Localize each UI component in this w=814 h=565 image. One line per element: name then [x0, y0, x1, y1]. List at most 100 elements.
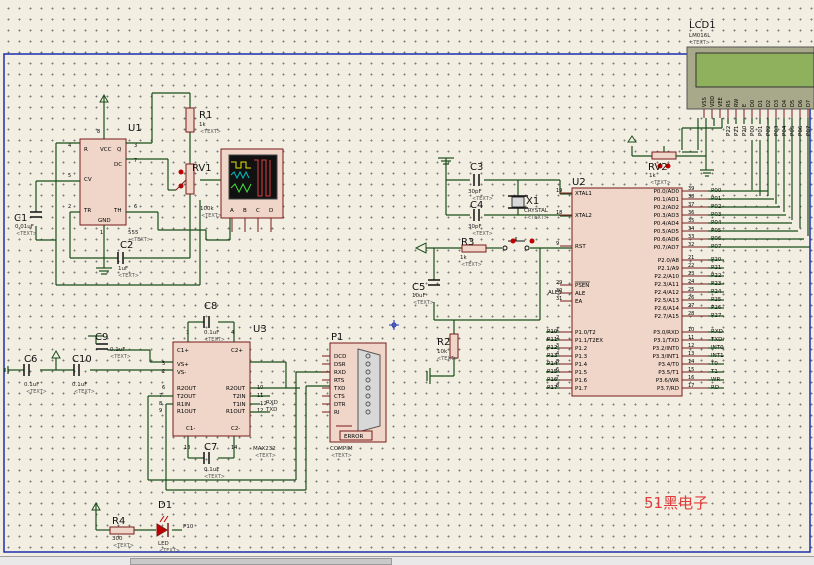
svg-text:30pF: 30pF	[468, 189, 482, 195]
svg-text:<TEXT>: <TEXT>	[201, 213, 222, 219]
lcd-pin-label: D2	[766, 100, 772, 107]
svg-text:P10: P10	[183, 524, 194, 530]
u2-pin-number: 14	[688, 359, 694, 365]
u2-pin-label: P0.4/AD4	[654, 221, 680, 227]
svg-text:<TEXT>: <TEXT>	[16, 231, 37, 237]
svg-text:TXD: TXD	[265, 407, 277, 413]
led-circuit	[91, 501, 182, 531]
svg-text:A: A	[230, 208, 234, 214]
u2-net-label: P15	[547, 369, 558, 375]
svg-text:D: D	[269, 208, 273, 214]
u2-pin-label: P1.1/T2EX	[575, 338, 603, 344]
u2-pin-label: P0.7/AD7	[654, 245, 680, 251]
u2-pin-label: P1.6	[575, 378, 588, 384]
lcd-model: LM016L	[689, 33, 711, 39]
lcd-net-label: P05	[790, 125, 796, 136]
reset-button[interactable]	[502, 237, 535, 251]
u2-pin-number: 11	[688, 335, 694, 341]
p1-pin-label: RI	[334, 410, 340, 416]
svg-text:RXD: RXD	[266, 400, 278, 406]
svg-text:VS+: VS+	[177, 362, 189, 368]
r3-resistor[interactable]: R3 1k <TEXT>	[460, 237, 487, 268]
c6-capacitor[interactable]: C6 0.1uF <TEXT>	[23, 354, 47, 395]
u2-pin-number: 29	[556, 280, 562, 286]
u2-pin-number: 17	[688, 383, 694, 389]
u2-pin-number: 31	[556, 296, 562, 302]
d1-led[interactable]: D1 LED <TEXT> P10	[156, 500, 194, 554]
svg-text:10uF: 10uF	[412, 293, 426, 299]
svg-text:<TEXT>: <TEXT>	[331, 453, 352, 459]
u2-pin-number: 19	[556, 188, 562, 194]
lcd-display-area	[695, 52, 814, 88]
svg-text:5: 5	[162, 361, 165, 367]
u2-pin-number: 12	[688, 343, 694, 349]
u2-pin-number: 28	[688, 311, 694, 317]
u2-pin-label: ALE	[575, 291, 586, 297]
svg-text:6: 6	[162, 385, 165, 391]
u2-pin-number: 22	[688, 263, 694, 269]
c2-capacitor[interactable]: C2 1uF <TEXT> 555 <TEXT>	[117, 230, 151, 279]
c3-capacitor[interactable]: C3 30pF <TEXT>	[468, 162, 493, 202]
rv2-potentiometer[interactable]: RV2 1k <TEXT>	[627, 135, 714, 186]
svg-text:ERROR: ERROR	[344, 434, 363, 440]
u2-pin-number: 4	[556, 351, 559, 357]
r2-resistor[interactable]: R2 10k <TEXT>	[437, 333, 459, 362]
u2-pin-label: P2.6/A14	[654, 306, 679, 312]
u2-net-label: P10	[547, 329, 558, 335]
c5-capacitor[interactable]: C5 10uF <TEXT>	[412, 279, 440, 306]
oscilloscope[interactable]: A B C D	[220, 148, 284, 232]
svg-text:R1: R1	[199, 110, 212, 121]
lcd-pin-label: D1	[758, 100, 764, 107]
power-arrow-icon	[91, 501, 101, 511]
lcd-ref: LCD1	[689, 20, 716, 31]
svg-text:1: 1	[100, 230, 103, 236]
u2-pin-label: PSEN	[575, 283, 589, 289]
reset-network	[414, 242, 572, 384]
u2-pin-number: 39	[688, 186, 694, 192]
svg-text:C1+: C1+	[177, 348, 189, 354]
lcd-text-tag: <TEXT>	[689, 40, 710, 46]
u3-max232[interactable]: U3 C1+ VS+ VS- R2OUT T2OUT R1IN R1OUT C1…	[159, 324, 278, 459]
svg-text:T2OUT: T2OUT	[176, 394, 196, 400]
svg-text:12: 12	[257, 408, 263, 414]
svg-text:CV: CV	[84, 177, 92, 183]
c7-capacitor[interactable]: C7 0.1uF <TEXT>	[203, 442, 225, 480]
u2-pin-label: P2.0/A8	[658, 258, 680, 264]
p1-pin-label: TXD	[333, 386, 345, 392]
svg-text:C8: C8	[204, 301, 217, 312]
crystal-network	[438, 157, 572, 217]
power-arrow-icon	[414, 242, 427, 254]
u1-timer[interactable]: U1 R CV TR Q DC TH VCC GND 8 4 5 2 3 7 6…	[68, 123, 142, 236]
lcd-pin-label: D0	[750, 100, 756, 107]
svg-text:COMPIM: COMPIM	[330, 446, 353, 452]
r4-resistor[interactable]: R4 300 <TEXT>	[109, 516, 135, 549]
vcc-arrow-icon	[99, 93, 109, 103]
u2-pin-number: 33	[688, 234, 694, 240]
lcd-net-label: P03	[774, 125, 780, 136]
lcd-pin-label: VEE	[718, 97, 724, 107]
c4-capacitor[interactable]: C4 30pF <TEXT>	[468, 200, 493, 237]
r1-resistor[interactable]: R1 1k <TEXT>	[185, 107, 221, 135]
c9-capacitor[interactable]: C9 0.1uF <TEXT>	[88, 332, 131, 360]
svg-text:<TEXT>: <TEXT>	[437, 356, 458, 362]
svg-text:1uF: 1uF	[118, 266, 128, 272]
c10-capacitor[interactable]: C10 0.1uF <TEXT>	[51, 349, 95, 395]
svg-text:<TEXT>: <TEXT>	[650, 180, 671, 186]
c8-capacitor[interactable]: C8 0.1uF <TEXT>	[203, 301, 225, 343]
svg-text:VS-: VS-	[177, 370, 186, 376]
u2-microcontroller[interactable]: U2 XTAL119XTAL218RST9PSEN29ALE30EA31P1.0…	[546, 177, 724, 397]
svg-text:R1OUT: R1OUT	[226, 409, 246, 415]
x1-crystal[interactable]: X1 CRYSTAL <TEXT>	[508, 195, 549, 221]
rv1-potentiometer[interactable]: RV1 100k <TEXT>	[175, 163, 222, 219]
lcd-bus-wires	[681, 118, 809, 236]
c1-capacitor[interactable]: C1 0.01uF <TEXT>	[14, 211, 42, 237]
svg-text:0.1uF: 0.1uF	[72, 382, 87, 388]
svg-text:C2-: C2-	[231, 426, 240, 432]
svg-text:C2+: C2+	[231, 348, 243, 354]
svg-text:0.1uF: 0.1uF	[110, 347, 125, 353]
svg-text:0.1uF: 0.1uF	[204, 330, 219, 336]
p1-pin-label: DCD	[334, 354, 346, 360]
